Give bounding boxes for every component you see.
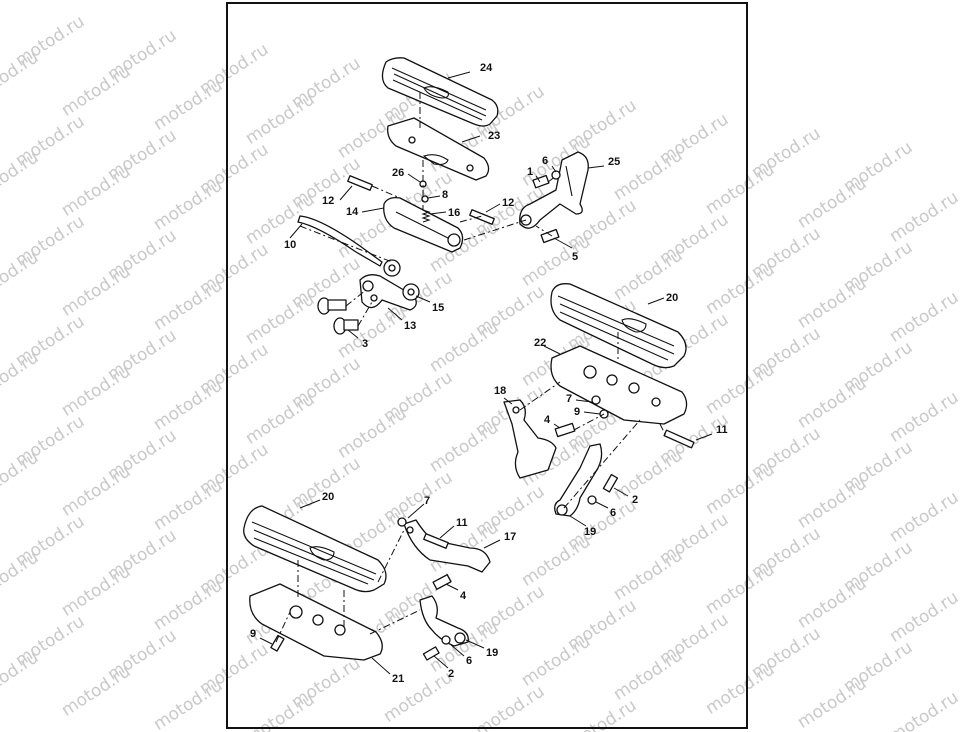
callout-10: 10 bbox=[284, 239, 296, 251]
callout-19b: 19 bbox=[486, 647, 498, 659]
callout-7a: 7 bbox=[566, 393, 572, 405]
callout-16: 16 bbox=[448, 207, 460, 219]
callout-1: 1 bbox=[527, 166, 533, 178]
callout-7b: 7 bbox=[424, 495, 430, 507]
callout-12b: 12 bbox=[502, 197, 514, 209]
callout-2b: 2 bbox=[448, 668, 454, 680]
bracket-25 bbox=[519, 151, 589, 229]
bolt-9b bbox=[270, 634, 285, 652]
bolts-3 bbox=[317, 297, 359, 335]
callout-6a: 6 bbox=[542, 155, 548, 167]
callout-15: 15 bbox=[432, 302, 444, 314]
callout-24: 24 bbox=[480, 62, 493, 74]
callout-labels: 24 23 26 8 12 14 16 12 10 1 6 25 5 15 13… bbox=[250, 62, 728, 685]
bolt-5 bbox=[540, 228, 560, 244]
callout-13: 13 bbox=[404, 320, 416, 332]
bolt-4b bbox=[432, 574, 452, 590]
footboard-bracket-22 bbox=[550, 345, 688, 425]
diagram-frame bbox=[226, 2, 748, 729]
footboard-pad-24 bbox=[381, 57, 499, 127]
bolt-11a bbox=[663, 429, 695, 449]
mount-lever-13 bbox=[359, 274, 417, 311]
callout-23: 23 bbox=[488, 130, 500, 142]
bolt-2b bbox=[422, 646, 440, 661]
bolt-1 bbox=[532, 174, 550, 189]
lever-19b bbox=[419, 595, 469, 647]
washer-7a bbox=[591, 395, 601, 405]
footboard-bracket-21 bbox=[249, 583, 383, 661]
callout-20a: 20 bbox=[666, 292, 678, 304]
washer-6a bbox=[551, 170, 561, 180]
footboard-pad-20b bbox=[243, 505, 387, 593]
callout-12a: 12 bbox=[322, 195, 334, 207]
bracket-18 bbox=[503, 399, 557, 479]
callout-19a: 19 bbox=[584, 526, 596, 538]
callout-3: 3 bbox=[362, 338, 368, 350]
callout-21: 21 bbox=[392, 673, 404, 685]
callout-18: 18 bbox=[494, 385, 506, 397]
bolt-2a bbox=[602, 473, 619, 493]
callout-9b: 9 bbox=[250, 628, 256, 640]
washer-6c bbox=[441, 635, 451, 645]
footboard-bracket-23 bbox=[387, 117, 490, 181]
lever-19a bbox=[554, 443, 603, 517]
callout-26: 26 bbox=[392, 167, 404, 179]
clevis-14 bbox=[383, 196, 464, 253]
callout-4b: 4 bbox=[460, 590, 467, 602]
assembly-lines bbox=[275, 92, 667, 643]
callout-14: 14 bbox=[346, 206, 359, 218]
bolt-11b bbox=[423, 533, 449, 549]
spring-16 bbox=[421, 209, 431, 223]
nuts-15 bbox=[383, 259, 420, 301]
pins-12 bbox=[347, 175, 495, 225]
callout-22: 22 bbox=[534, 337, 546, 349]
callout-6b: 6 bbox=[610, 507, 616, 519]
washer-7b bbox=[397, 517, 407, 527]
bolt-4a bbox=[554, 422, 576, 438]
callout-25: 25 bbox=[608, 156, 620, 168]
callout-8: 8 bbox=[442, 189, 448, 201]
footboard-pad-20a bbox=[550, 283, 687, 369]
callout-2a: 2 bbox=[632, 494, 638, 506]
callout-6c: 6 bbox=[466, 655, 472, 667]
callout-5: 5 bbox=[572, 251, 578, 263]
callout-11b: 11 bbox=[456, 517, 468, 529]
callout-20b: 20 bbox=[322, 491, 334, 503]
callout-17: 17 bbox=[504, 531, 516, 543]
spring-strip-10 bbox=[297, 215, 383, 267]
washer-6b bbox=[587, 495, 597, 505]
callout-11a: 11 bbox=[716, 424, 728, 436]
leader-lines bbox=[259, 71, 713, 675]
callout-4a: 4 bbox=[544, 414, 551, 426]
callout-9a: 9 bbox=[574, 406, 580, 418]
